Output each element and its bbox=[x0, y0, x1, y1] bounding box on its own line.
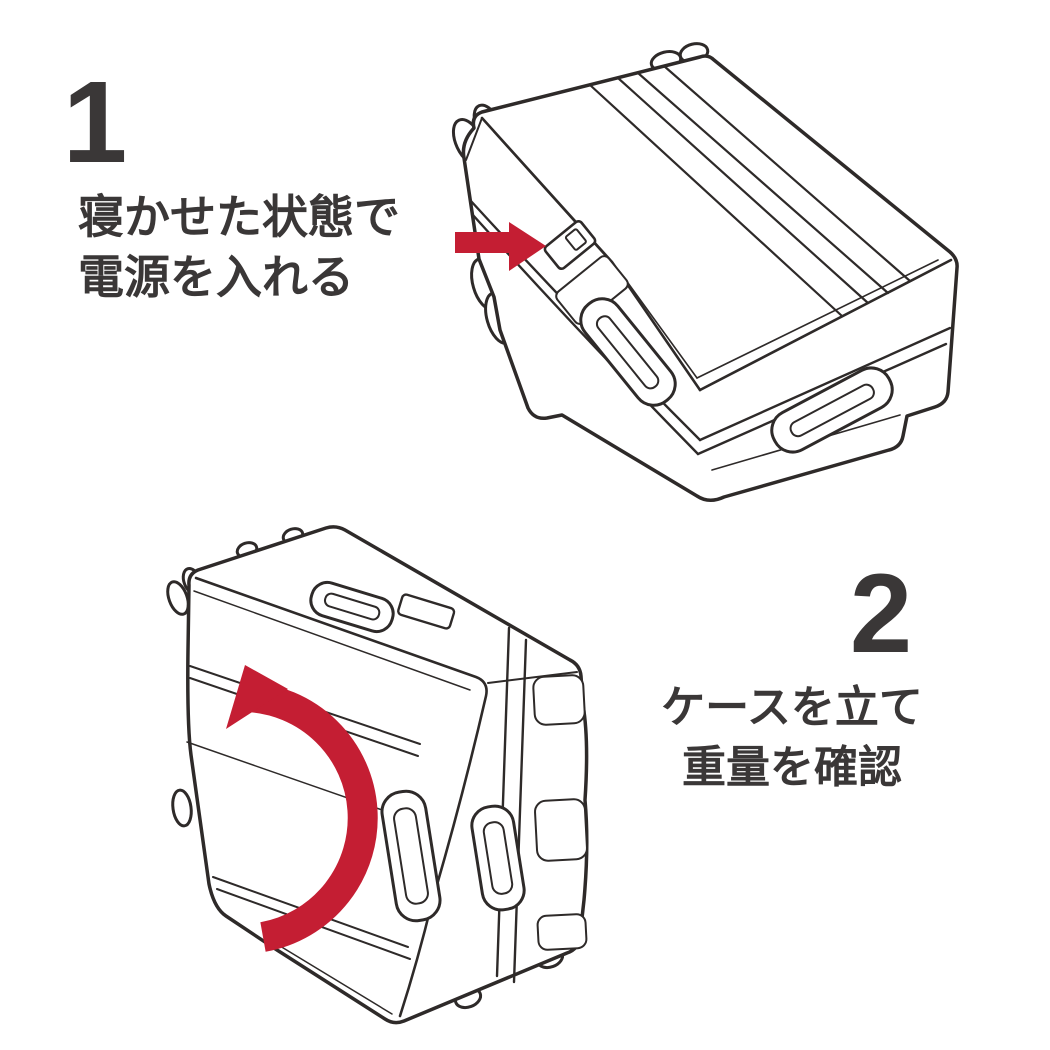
step-1-caption-line-2: 電源を入れる bbox=[78, 250, 354, 303]
top-plate bbox=[397, 593, 456, 630]
step-2-number: 2 bbox=[849, 551, 913, 676]
wheel bbox=[166, 580, 190, 616]
side-handle bbox=[470, 804, 526, 912]
step-2-caption: ケースを立て 重量を確認 bbox=[640, 678, 944, 798]
suitcase-flat-illustration bbox=[451, 42, 959, 502]
top-handle bbox=[309, 580, 395, 634]
front-handle bbox=[579, 297, 677, 407]
step-1-caption-line-1: 寝かせた状態で bbox=[78, 191, 400, 243]
step-2-caption-line-2: 重量を確認 bbox=[682, 742, 902, 792]
suitcase-upright-illustration bbox=[166, 525, 589, 1025]
side-handle bbox=[770, 366, 894, 454]
step-2-caption-line-1: ケースを立て bbox=[661, 683, 923, 732]
step-1-number: 1 bbox=[62, 57, 128, 187]
case-body bbox=[461, 54, 959, 502]
arrow-right-icon bbox=[455, 222, 546, 271]
rotate-arrow-icon bbox=[226, 665, 378, 952]
wheel bbox=[171, 788, 193, 828]
power-switch bbox=[543, 219, 597, 271]
edge-latch-handle bbox=[380, 789, 442, 923]
step-1-caption: 寝かせた状態で 電源を入れる bbox=[78, 188, 400, 308]
